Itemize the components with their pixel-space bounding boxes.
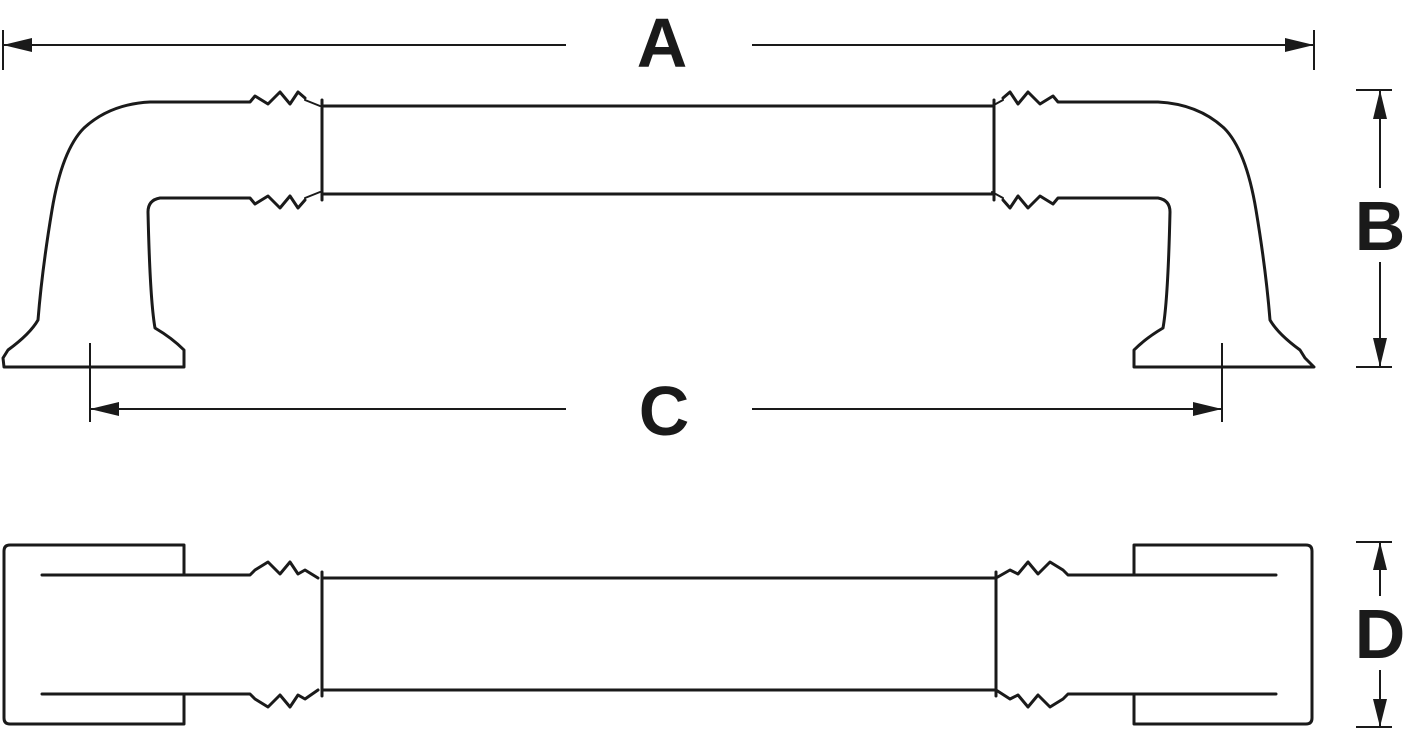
front-left-collar-bottom [304, 191, 321, 199]
dim-d-arrow-top [1373, 542, 1387, 570]
dim-a-arrow-left [3, 38, 32, 52]
front-left-leg [1, 90, 307, 369]
front-grip-bar [320, 104, 996, 196]
dim-b-label: B [1355, 187, 1406, 265]
top-left-leg-lower [40, 688, 320, 709]
front-view [1, 90, 1316, 369]
front-left-collar-top [304, 99, 321, 107]
dimension-a: A [2, 4, 1315, 82]
dim-c-label: C [639, 372, 690, 450]
dim-c-arrow-right [1193, 402, 1222, 416]
dim-b-arrow-bottom [1373, 338, 1387, 367]
dimension-c: C [89, 343, 1223, 450]
top-right-leg [994, 560, 1278, 580]
top-left-base-plate [2, 543, 186, 726]
dim-a-arrow-right [1285, 38, 1314, 52]
top-right-base-plate [1132, 543, 1314, 726]
top-grip-bar [320, 576, 998, 692]
dimension-b: B [1355, 89, 1406, 368]
front-right-leg [1001, 90, 1316, 369]
top-left-leg [40, 560, 320, 580]
dim-d-label: D [1355, 595, 1406, 673]
top-view [2, 543, 1314, 726]
dim-a-label: A [637, 4, 688, 82]
top-right-leg-lower [994, 688, 1278, 709]
dim-b-arrow-top [1373, 90, 1387, 119]
dimension-d: D [1355, 541, 1406, 728]
dim-c-arrow-left [90, 402, 119, 416]
dim-d-arrow-bottom [1373, 699, 1387, 727]
